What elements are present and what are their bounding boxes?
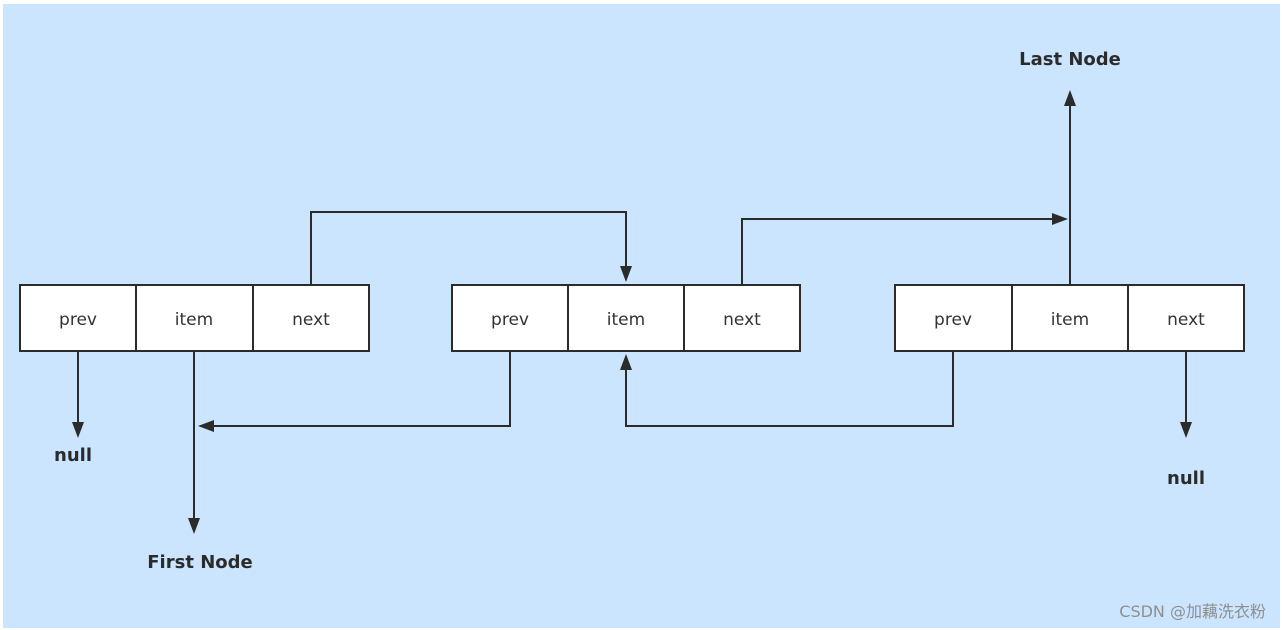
arrow-node2-next-to-last-node [741,213,1068,285]
last-node-label: Last Node [1019,49,1121,70]
node-2-item-label: item [607,310,645,330]
node-2-next-label: next [723,310,761,330]
node-1-item-cell: item [135,284,254,352]
arrow-node3-item-to-last-node-label [1064,90,1076,285]
node-3-next-cell: next [1127,284,1245,352]
node-2-prev-cell: prev [451,284,569,352]
node-3-item-cell: item [1011,284,1129,352]
node-3-next-label: next [1167,310,1205,330]
arrow-node3-prev-to-node2-item [620,351,954,427]
node-2-prev-label: prev [491,310,529,330]
node-1: prev item next [19,284,370,352]
node-3-prev-cell: prev [894,284,1013,352]
first-node-label: First Node [147,552,252,573]
node-3: prev item next [894,284,1245,352]
null-label-first: null [54,445,92,466]
arrow-node3-next-to-null [1180,351,1192,438]
node-3-prev-label: prev [934,310,972,330]
node-1-item-label: item [175,310,213,330]
node-2: prev item next [451,284,801,352]
node-1-next-cell: next [252,284,370,352]
null-label-last: null [1167,468,1205,489]
arrow-node2-prev-to-node1-item [198,351,511,432]
arrow-node1-prev-to-null [72,351,84,438]
node-3-item-label: item [1051,310,1089,330]
node-1-prev-cell: prev [19,284,137,352]
node-1-next-label: next [292,310,330,330]
node-2-item-cell: item [567,284,685,352]
arrow-node1-next-to-node2-item [310,211,632,285]
watermark-text: CSDN @加藕洗衣粉 [1119,602,1266,621]
node-1-prev-label: prev [59,310,97,330]
arrow-node1-item-to-first-node [188,351,200,534]
node-2-next-cell: next [683,284,801,352]
